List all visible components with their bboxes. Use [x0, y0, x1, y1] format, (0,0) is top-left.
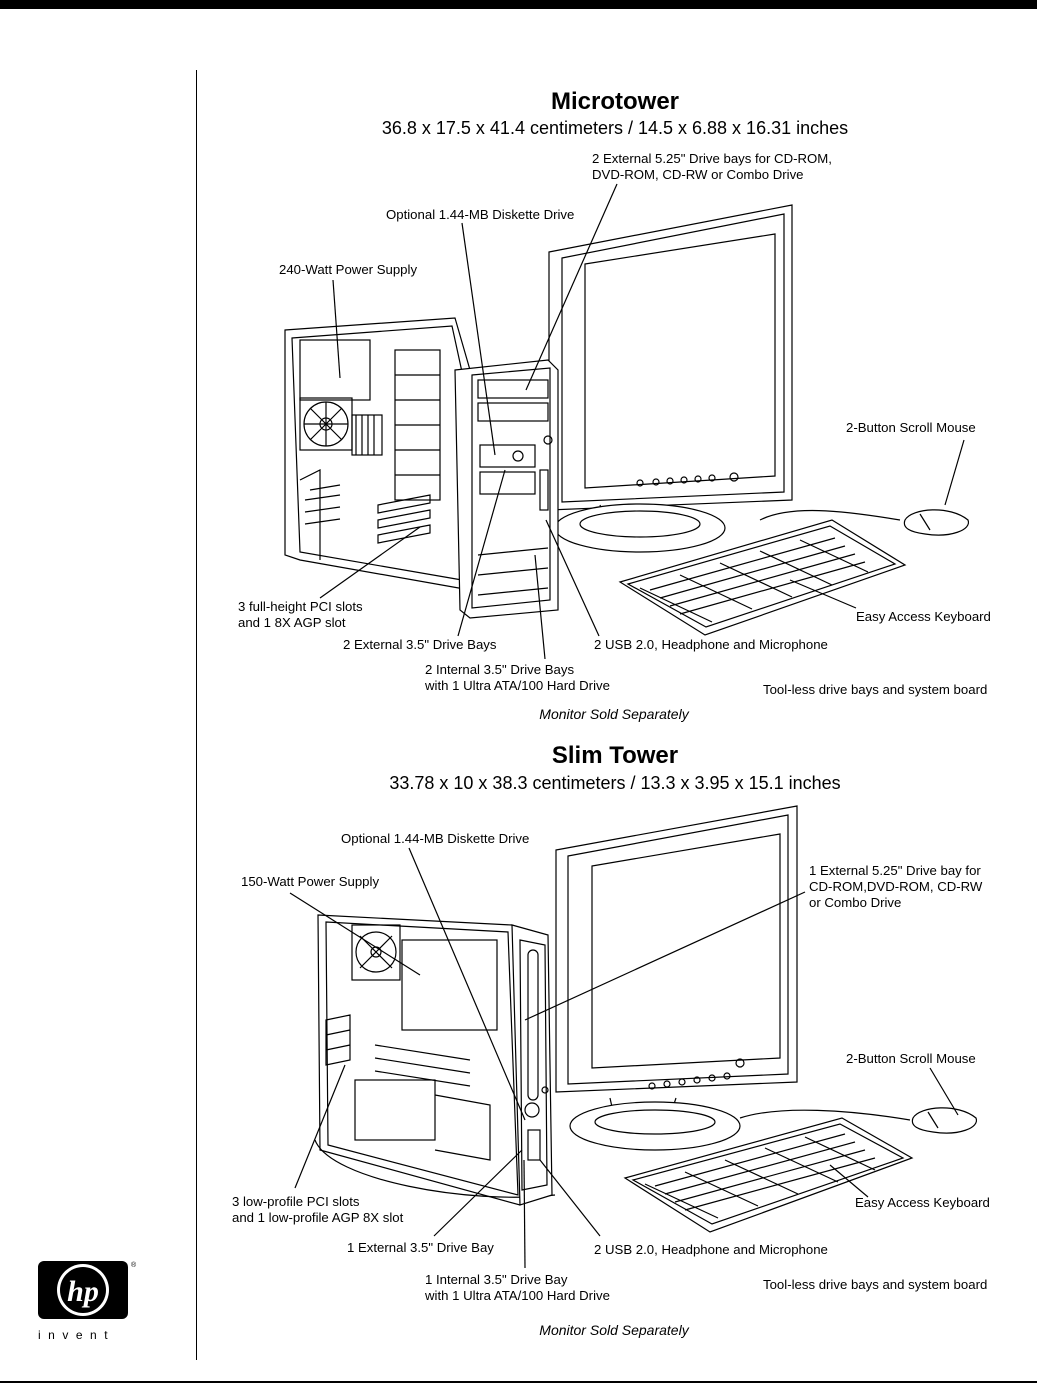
registered-mark: ® [131, 1261, 137, 1269]
microtower-label-diskette: Optional 1.44-MB Diskette Drive [386, 207, 575, 222]
margin-rule [196, 70, 197, 1360]
slimtower-mouse [911, 1107, 977, 1134]
microtower-leader-lines [319, 183, 965, 660]
microtower-mouse [903, 509, 969, 536]
hp-logo: hp ® [37, 1259, 137, 1328]
microtower-label-keyboard: Easy Access Keyboard [856, 609, 991, 624]
slimtower-monitor [555, 805, 798, 1151]
slimtower-label-power-supply: 150-Watt Power Supply [241, 874, 380, 889]
microtower-title: Microtower [550, 88, 680, 115]
slimtower-label-external-35: 1 External 3.5" Drive Bay [347, 1240, 494, 1255]
hp-logo-letters: hp [67, 1275, 99, 1308]
bottom-rule [0, 1381, 1037, 1383]
microtower-keyboard [618, 509, 907, 636]
microtower-label-internal-35-line1: 2 Internal 3.5" Drive Bays [425, 662, 575, 677]
microtower-monitor [548, 204, 793, 553]
microtower-label-internal-35-line2: with 1 Ultra ATA/100 Hard Drive [425, 678, 610, 693]
slimtower-label-mouse: 2-Button Scroll Mouse [846, 1051, 976, 1066]
slimtower-leader-lines [289, 847, 959, 1269]
microtower-monitor-note: Monitor Sold Separately [539, 706, 689, 722]
slimtower-label-internal-35-line2: with 1 Ultra ATA/100 Hard Drive [425, 1288, 610, 1303]
slimtower-label-diskette: Optional 1.44-MB Diskette Drive [341, 831, 530, 846]
microtower-label-external-525-line1: 2 External 5.25" Drive bays for CD-ROM, [592, 151, 832, 166]
microtower-label-power-supply: 240-Watt Power Supply [279, 262, 418, 277]
slimtower-label-external-525-line3: or Combo Drive [809, 895, 902, 910]
microtower-label-pci-line2: and 1 8X AGP slot [238, 615, 346, 630]
slimtower-label-keyboard: Easy Access Keyboard [855, 1195, 990, 1210]
slimtower-label-toolless: Tool-less drive bays and system board [763, 1277, 988, 1292]
microtower-dimensions: 36.8 x 17.5 x 41.4 centimeters / 14.5 x … [381, 118, 849, 138]
microtower-label-toolless: Tool-less drive bays and system board [763, 682, 988, 697]
slimtower-monitor-note: Monitor Sold Separately [539, 1322, 689, 1338]
microtower-label-usb: 2 USB 2.0, Headphone and Microphone [594, 637, 828, 652]
slimtower-label-internal-35-line1: 1 Internal 3.5" Drive Bay [425, 1272, 568, 1287]
microtower-label-mouse: 2-Button Scroll Mouse [846, 420, 976, 435]
slimtower-label-usb: 2 USB 2.0, Headphone and Microphone [594, 1242, 828, 1257]
slimtower-label-pci-line2: and 1 low-profile AGP 8X slot [232, 1210, 404, 1225]
hp-logo-mark: hp ® [38, 1261, 137, 1319]
slimtower-label-external-525-line2: CD-ROM,DVD-ROM, CD-RW [809, 879, 983, 894]
slimtower-dimensions: 33.78 x 10 x 38.3 centimeters / 13.3 x 3… [389, 773, 841, 793]
hp-tagline: invent [38, 1328, 116, 1342]
slimtower-case [314, 914, 556, 1206]
slimtower-keyboard [623, 1109, 914, 1233]
top-rule [0, 0, 1037, 9]
microtower-label-pci-line1: 3 full-height PCI slots [238, 599, 363, 614]
slimtower-title: Slim Tower [551, 742, 679, 769]
slimtower-label-external-525-line1: 1 External 5.25" Drive bay for [809, 863, 981, 878]
microtower-label-external-525-line2: DVD-ROM, CD-RW or Combo Drive [592, 167, 804, 182]
microtower-label-external-35: 2 External 3.5" Drive Bays [343, 637, 497, 652]
slimtower-label-pci-line1: 3 low-profile PCI slots [232, 1194, 360, 1209]
microtower-case [284, 317, 559, 619]
